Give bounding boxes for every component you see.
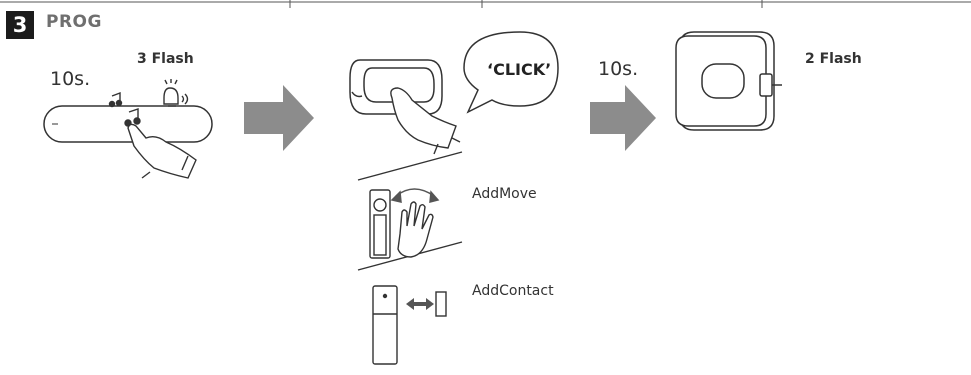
left-timer-label: 10s. [50,68,91,90]
bell-speaker-icon [163,79,189,107]
option-label-addmove: AddMove [472,186,537,202]
step-title: PROG [46,12,102,32]
speech-bubble [463,31,559,114]
waving-hand-icon [397,201,434,258]
speech-bubble-text: ‘CLICK’ [487,60,552,79]
hand-pointer-icon [127,123,197,179]
section-divider [357,151,463,181]
arrow-right-icon [590,85,656,151]
hand-pointer-icon [390,87,461,155]
left-flash-label: 3 Flash [137,51,194,67]
door-contact-device [372,285,447,365]
arrow-right-icon [244,85,314,151]
right-flash-label: 2 Flash [805,51,862,67]
contact-arrow-icon [406,298,434,310]
right-timer-label: 10s. [598,58,639,80]
swing-arrow-icon [390,188,440,203]
motion-sensor-device [369,189,391,259]
receiver-unit [675,31,782,131]
option-label-addcontact: AddContact [472,283,554,299]
chime-unit [349,59,443,115]
step-number-badge: 3 [6,11,34,39]
